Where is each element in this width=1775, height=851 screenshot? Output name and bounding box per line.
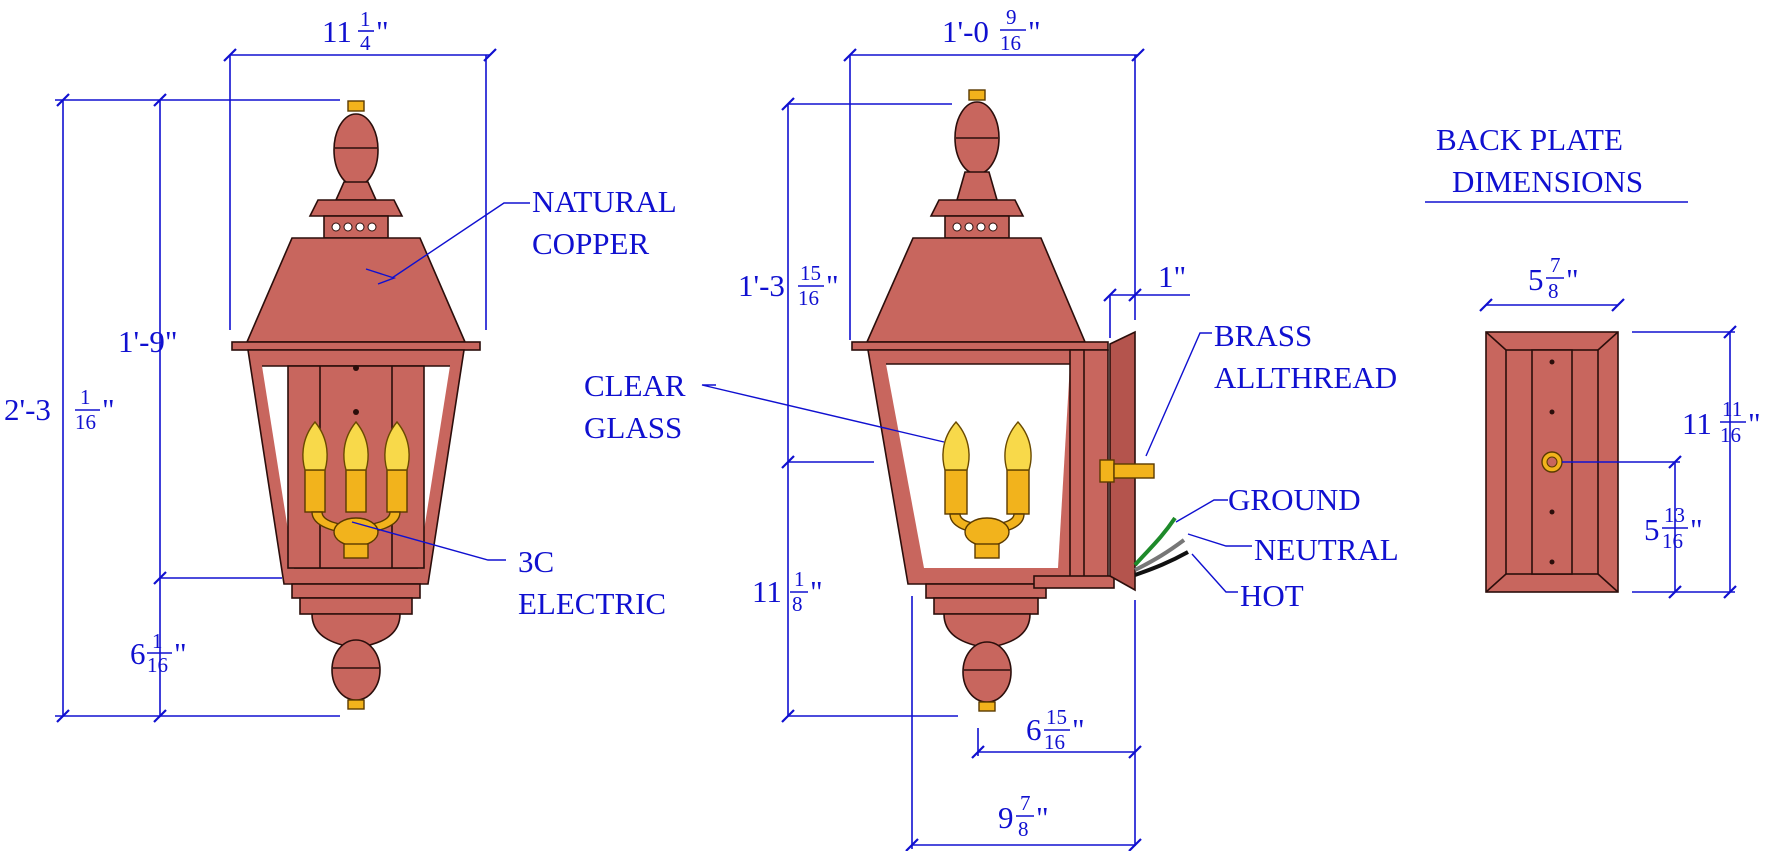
callout-leaders	[351, 202, 1252, 593]
front-roof	[245, 237, 467, 343]
front-width-numerator: 1	[360, 7, 371, 31]
front-view-lantern	[231, 100, 481, 710]
side-lower-height-denominator: 8	[792, 592, 803, 616]
back-plate-width-whole: 5	[1528, 262, 1544, 297]
offset-numerator: 15	[1046, 705, 1067, 729]
back-plate-center-denominator: 16	[1662, 529, 1683, 553]
side-bulb-right	[1004, 420, 1032, 471]
svg-text:": "	[102, 392, 115, 427]
side-lower-height-whole: 11	[752, 574, 782, 609]
side-bulb-left	[942, 420, 970, 471]
natural-copper-label-line2: COPPER	[532, 226, 649, 261]
svg-text:": "	[1690, 512, 1703, 547]
clear-glass-label-line2: GLASS	[584, 410, 682, 445]
front-finial-tip	[347, 100, 365, 112]
natural-copper-label-line1: NATURAL	[532, 184, 677, 219]
back-plate-center-whole: 5	[1644, 512, 1660, 547]
side-upper-height-numerator: 15	[800, 261, 821, 285]
side-view-lantern	[851, 89, 1189, 712]
base-depth-whole: 9	[998, 800, 1014, 835]
svg-text:": "	[826, 268, 839, 303]
front-top-finial	[333, 113, 379, 187]
front-overall-height-numerator: 1	[80, 385, 91, 409]
front-body-height: 1'-9"	[118, 324, 178, 359]
brass-allthread-label-line1: BRASS	[1214, 318, 1312, 353]
ground-label: GROUND	[1228, 482, 1361, 517]
front-candle-right	[386, 469, 408, 513]
front-overall-height-whole: 2'-3	[4, 392, 51, 427]
neutral-wire	[1134, 538, 1186, 572]
neutral-label: NEUTRAL	[1254, 532, 1399, 567]
front-bottom-height-numerator: 1	[152, 629, 163, 653]
svg-text:": "	[810, 574, 823, 609]
plate-thickness: 1"	[1158, 259, 1186, 294]
front-bottom-finial	[331, 639, 381, 701]
side-depth-numerator: 9	[1006, 5, 1017, 29]
back-plate-title-line2: DIMENSIONS	[1452, 164, 1643, 199]
offset-denominator: 16	[1044, 730, 1065, 754]
callout-labels: NATURAL COPPER 3C ELECTRIC CLEAR GLASS B…	[518, 122, 1643, 621]
electric-label-line2: ELECTRIC	[518, 586, 666, 621]
front-overall-height-denominator: 16	[75, 410, 96, 434]
side-bottom-finial	[962, 641, 1012, 703]
front-bulb-right	[384, 420, 410, 471]
front-bulb-center	[343, 420, 369, 471]
offset-whole: 6	[1026, 712, 1042, 747]
back-plate-width-numerator: 7	[1550, 253, 1561, 277]
back-plate-height-whole: 11	[1682, 406, 1712, 441]
base-depth-numerator: 7	[1020, 791, 1031, 815]
svg-text:": "	[1036, 800, 1049, 835]
clear-glass-label-line1: CLEAR	[584, 368, 686, 403]
front-cap	[308, 199, 404, 217]
side-upper-height-denominator: 16	[798, 286, 819, 310]
front-candle-center	[345, 469, 367, 513]
side-depth-whole: 1'-0	[942, 14, 989, 49]
side-back-plate	[1109, 330, 1136, 592]
svg-text:": "	[1072, 712, 1085, 747]
front-width-denominator: 4	[360, 31, 371, 55]
back-plate-height-denominator: 16	[1720, 423, 1741, 447]
back-plate-width-denominator: 8	[1548, 279, 1559, 303]
electric-label-line1: 3C	[518, 544, 554, 579]
front-bottom-height-whole: 6	[130, 636, 146, 671]
back-plate-height-numerator: 11	[1722, 397, 1742, 421]
dimension-lines	[55, 48, 1737, 851]
front-width-whole: 11	[322, 14, 352, 49]
back-plate-center-numerator: 13	[1664, 503, 1685, 527]
svg-text:": "	[174, 636, 187, 671]
back-plate-title-line1: BACK PLATE	[1436, 122, 1623, 157]
side-upper-height-whole: 1'-3	[738, 268, 785, 303]
svg-text:": "	[1566, 262, 1579, 297]
base-depth-denominator: 8	[1018, 817, 1029, 841]
brass-allthread-label-line2: ALLTHREAD	[1214, 360, 1397, 395]
svg-text:": "	[1748, 406, 1761, 441]
side-lower-height-numerator: 1	[794, 567, 805, 591]
ground-wire	[1133, 516, 1177, 567]
hot-wire	[1134, 550, 1189, 577]
hot-label: HOT	[1240, 578, 1304, 613]
brass-allthread	[1113, 463, 1155, 479]
side-roof	[865, 237, 1087, 343]
front-bulb-left	[302, 420, 328, 471]
front-bottom-height-denominator: 16	[147, 653, 168, 677]
dimension-labels: 11 1 4 " 2'-3 1 16 " 1'-9" 6 1 16 " 1'-0…	[4, 5, 1761, 841]
side-depth-denominator: 16	[1000, 31, 1021, 55]
svg-text:": "	[376, 14, 389, 49]
svg-text:": "	[1028, 14, 1041, 49]
front-candle-left	[304, 469, 326, 513]
